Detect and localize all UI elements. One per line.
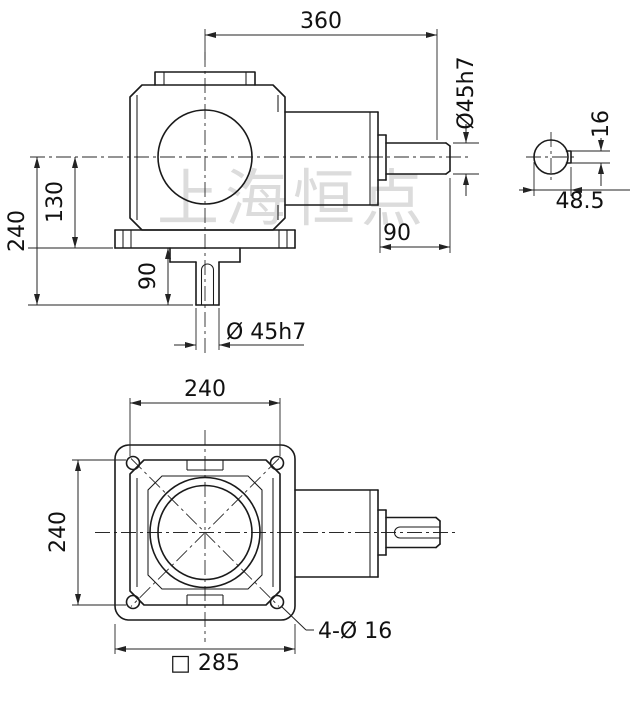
dim-body-depth-240: 240 [46, 459, 126, 606]
plan-view: 240 240 4-Ø 16 □ 285 [46, 377, 458, 676]
dim-label-output-dia: Ø 45h7 [226, 320, 306, 345]
dim-center-to-shaft-end-240: 240 [5, 157, 193, 306]
dim-label-285: □ 285 [170, 651, 240, 676]
dim-label-48-5: 48.5 [556, 189, 605, 214]
mounting-flange-front [114, 229, 296, 249]
bore-circle-inner [157, 484, 253, 581]
key-profile [565, 150, 572, 164]
dim-body-width-240: 240 [129, 377, 281, 456]
dim-label-90-left: 90 [136, 262, 161, 290]
dim-flange-square-285: □ 285 [114, 624, 296, 676]
dim-input-shaft-dia: Ø45h7 [453, 56, 479, 196]
bore-circle-outer [149, 476, 261, 589]
dim-label-bolt-holes: 4-Ø 16 [318, 619, 392, 644]
front-view: 360 Ø45h7 16 48.5 130 [5, 9, 630, 355]
shaft-section-circle [533, 139, 569, 175]
dim-label-130: 130 [43, 181, 68, 223]
dim-key-height-48-5: 48.5 [519, 162, 630, 214]
output-keyway [200, 263, 215, 305]
dim-label-240-left: 240 [46, 511, 71, 553]
dim-label-90-right: 90 [383, 221, 411, 246]
bore-circle-front [157, 109, 253, 205]
dim-label-360: 360 [300, 9, 342, 34]
input-shaft-plan [385, 516, 441, 549]
plan-centerlines [95, 430, 458, 642]
bolt-hole [125, 455, 141, 471]
bolt-hole [125, 594, 141, 610]
dim-center-to-flange-130: 130 [28, 157, 113, 249]
shaft-section-view [526, 132, 578, 184]
gearbox-body-plan [129, 459, 281, 606]
mounting-flange-plan [114, 444, 296, 621]
bolt-hole [269, 594, 285, 610]
bearing-boss [147, 475, 263, 590]
dim-key-width-16: 16 [569, 110, 614, 186]
dim-label-16: 16 [589, 110, 614, 138]
input-keyway [394, 526, 440, 539]
dim-input-shaft-len-90: 90 [379, 178, 451, 253]
dim-bolt-holes: 4-Ø 16 [280, 605, 392, 644]
dim-label-input-dia: Ø45h7 [454, 56, 479, 129]
dim-label-240-top: 240 [184, 377, 226, 402]
dim-output-shaft-len-90: 90 [136, 248, 171, 305]
bolt-hole [269, 455, 285, 471]
dim-label-240-front: 240 [5, 210, 30, 252]
dim-output-shaft-dia: Ø 45h7 [174, 308, 306, 350]
input-shaft-housing-front [284, 111, 387, 206]
input-shaft-front [385, 142, 451, 175]
dim-overall-width-360: 360 [204, 9, 438, 140]
input-shaft-housing-plan [294, 489, 387, 578]
